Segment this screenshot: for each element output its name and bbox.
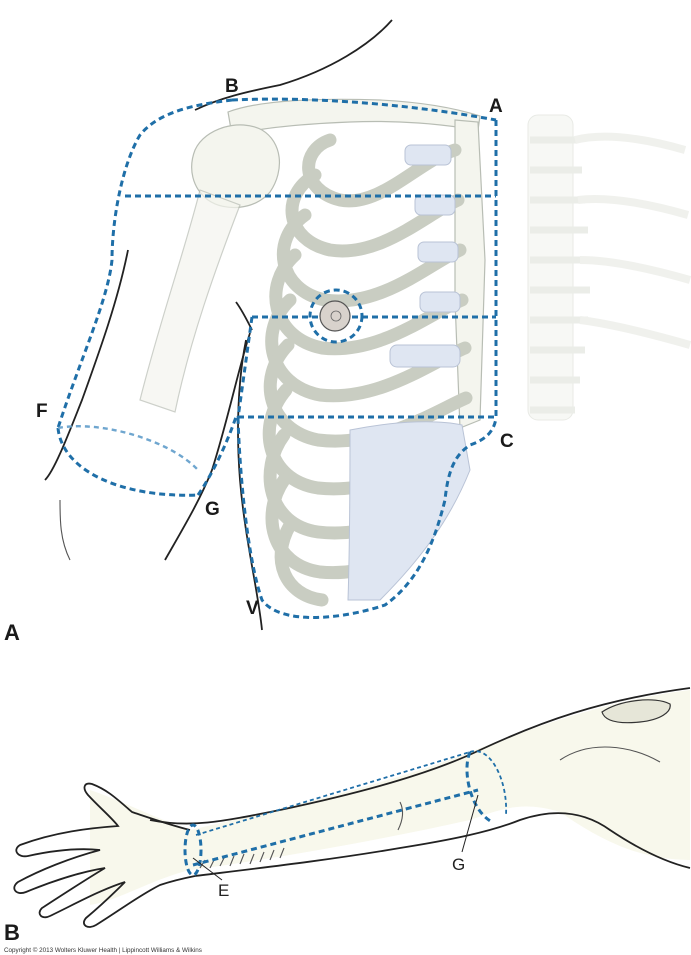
hand-outline — [13, 782, 196, 928]
chest-side-outline — [237, 339, 263, 631]
panel-a-illustration: B A C F G V A — [4, 19, 691, 645]
leader-line-g — [461, 794, 479, 853]
humerus-drawing — [139, 189, 241, 413]
biceps-line — [559, 746, 661, 763]
upper-arm-outline — [44, 249, 129, 481]
point-label-c: C — [500, 431, 514, 452]
leader-line-e — [192, 857, 223, 881]
point-label-g-panel-a: G — [205, 499, 220, 520]
sternum-drawing — [454, 119, 486, 429]
neck-shoulder-outline — [194, 19, 393, 111]
clavicle-drawing — [227, 98, 481, 136]
arm-drawing — [90, 690, 690, 905]
panel-label-b: B — [4, 920, 20, 945]
arm-upper-outline — [149, 687, 691, 825]
boundary-lines-panel-b — [183, 750, 507, 877]
point-label-g-panel-b: G — [452, 855, 465, 874]
nipple-drawing — [319, 300, 351, 332]
point-label-f: F — [36, 401, 48, 422]
point-label-e: E — [218, 881, 229, 900]
point-label-a: A — [489, 96, 503, 117]
point-label-b: B — [225, 76, 239, 97]
point-label-v: V — [246, 598, 259, 619]
panel-b-illustration: E G B — [4, 687, 691, 945]
elbow-crease — [397, 801, 404, 831]
boundary-lines-panel-a — [56, 97, 498, 619]
arm-lower-outline — [194, 812, 691, 877]
costal-cartilage-drawing — [347, 144, 471, 601]
wrist-hatching — [199, 847, 285, 869]
copyright-notice: Copyright © 2013 Wolters Kluwer Health |… — [4, 946, 202, 954]
panel-label-a: A — [4, 620, 20, 645]
shoulder-mark-drawing — [601, 699, 671, 724]
spine-drawing — [527, 114, 691, 421]
rib-cage-drawing — [262, 133, 473, 607]
forearm-faint-outline — [59, 499, 71, 561]
